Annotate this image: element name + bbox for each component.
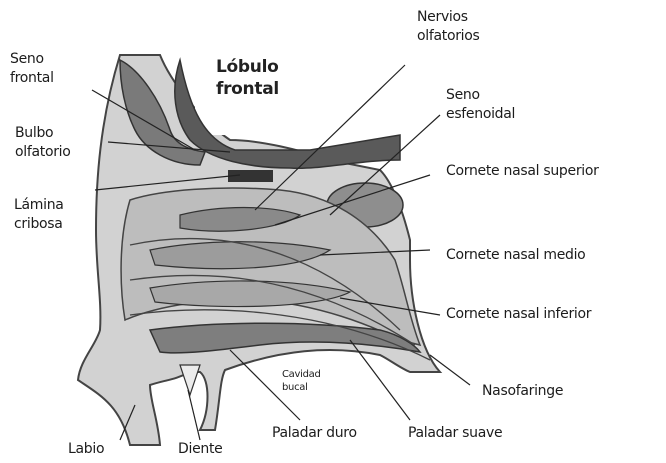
tooth-shape xyxy=(180,365,200,395)
label-diente: Diente xyxy=(178,440,222,459)
label-lamina-cribosa: Lámina cribosa xyxy=(14,196,64,234)
label-cornete-superior: Cornete nasal superior xyxy=(446,162,599,181)
label-nasofaringe: Nasofaringe xyxy=(482,382,563,401)
label-labio: Labio xyxy=(68,440,104,459)
label-seno-esfenoidal: Seno esfenoidal xyxy=(446,86,515,124)
label-cavidad-bucal: Cavidad bucal xyxy=(282,368,321,394)
label-nervios-olfatorios: Nervios olfatorios xyxy=(417,8,480,46)
label-cornete-medio: Cornete nasal medio xyxy=(446,246,585,265)
label-lobulo-frontal: Lóbulo frontal xyxy=(216,56,279,100)
label-bulbo-olfatorio: Bulbo olfatorio xyxy=(15,124,71,162)
label-paladar-duro: Paladar duro xyxy=(272,424,357,443)
label-paladar-suave: Paladar suave xyxy=(408,424,502,443)
label-cornete-inferior: Cornete nasal inferior xyxy=(446,305,591,324)
leader-line xyxy=(188,390,200,440)
label-seno-frontal: Seno frontal xyxy=(10,50,54,88)
